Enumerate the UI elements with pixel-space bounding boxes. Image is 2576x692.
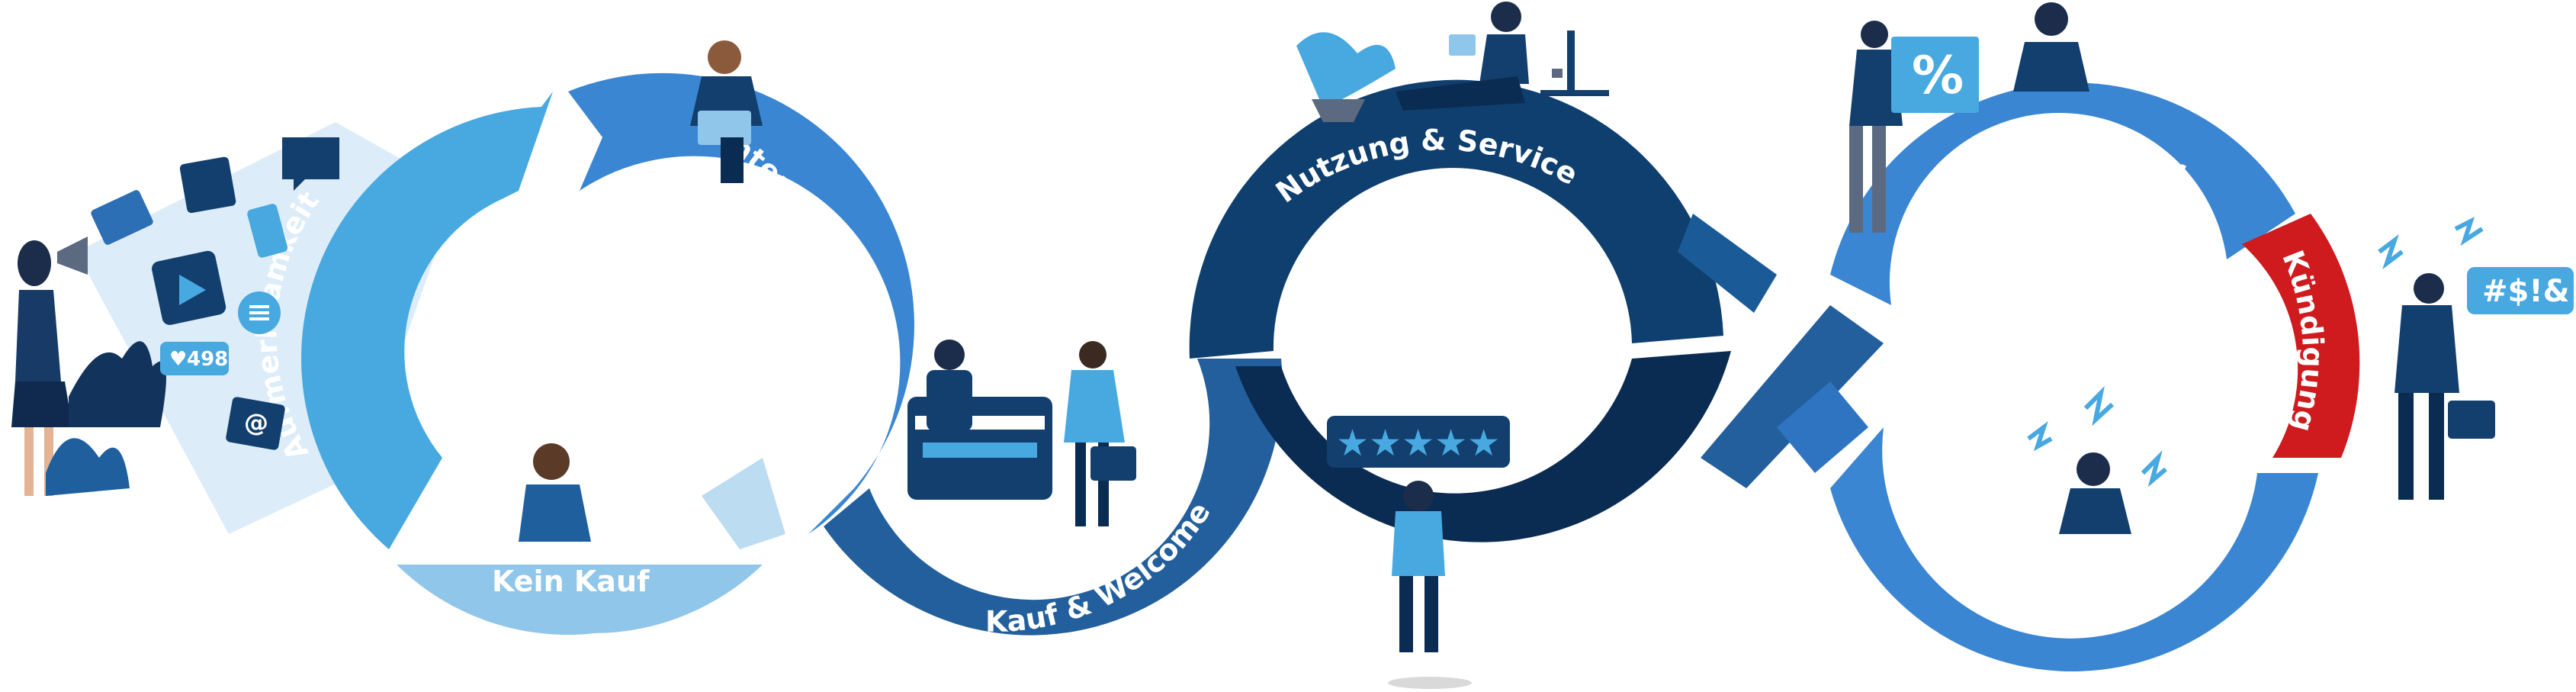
woman-with-megaphone-illustration (11, 237, 166, 496)
infinity-cross-upper (1678, 214, 1777, 313)
winback-offer-illustration: % (1849, 2, 2089, 233)
segment-interesse[interactable] (568, 72, 914, 534)
curse-text: #$!& (2482, 274, 2569, 309)
infinity-cross-lower (1701, 305, 1884, 488)
man-with-laptop-illustration (690, 40, 763, 183)
newsletter-icon (179, 156, 236, 214)
phone-icon (247, 204, 288, 258)
leaving-customer-illustration: #$!& (2378, 217, 2574, 500)
segment-kein-kauf[interactable] (397, 565, 763, 635)
heart-icon: ♥ (169, 348, 187, 371)
email-icon (226, 397, 285, 450)
likes-badge (160, 342, 229, 375)
five-star-rating: ★★★★★ (1336, 422, 1500, 465)
kein-kauf-connector (702, 458, 785, 549)
segment-fans[interactable] (1235, 351, 1731, 542)
percent-sign-box (1891, 37, 1979, 113)
lightning-icon (2027, 420, 2053, 452)
likes-count: 498 (187, 348, 228, 371)
media-icons: ♥ 498 @ (91, 137, 339, 450)
man-with-star-rating-illustration: ★★★★★ (1327, 416, 1510, 689)
play-icon (179, 275, 206, 305)
purchase-handshake-illustration (907, 340, 1136, 526)
unzufriedenheit-connector (1777, 381, 1868, 473)
segment-aufmerksamkeit[interactable] (301, 92, 553, 549)
chat-icon (282, 137, 339, 191)
laptop-icon (91, 190, 153, 245)
percent-icon: % (1912, 46, 1964, 106)
segment-kuendigung[interactable] (2242, 214, 2360, 458)
segment-rueckgewinnung[interactable] (1830, 82, 2295, 305)
at-icon: @ (244, 408, 268, 437)
curse-speech-bubble (2467, 267, 2574, 314)
segment-kauf[interactable] (824, 359, 1283, 636)
briefcase-icon-right (2448, 401, 2495, 439)
frustrated-woman-illustration (2027, 385, 2167, 534)
segment-unzufriedenheit[interactable] (1830, 427, 2318, 672)
label-kein-kauf: Kein Kauf (492, 565, 650, 598)
segment-nutzung[interactable] (1189, 79, 1723, 359)
thinking-person-illustration (519, 443, 591, 542)
briefcase-icon (1090, 446, 1136, 481)
woman-lounging-illustration (1296, 2, 1609, 122)
